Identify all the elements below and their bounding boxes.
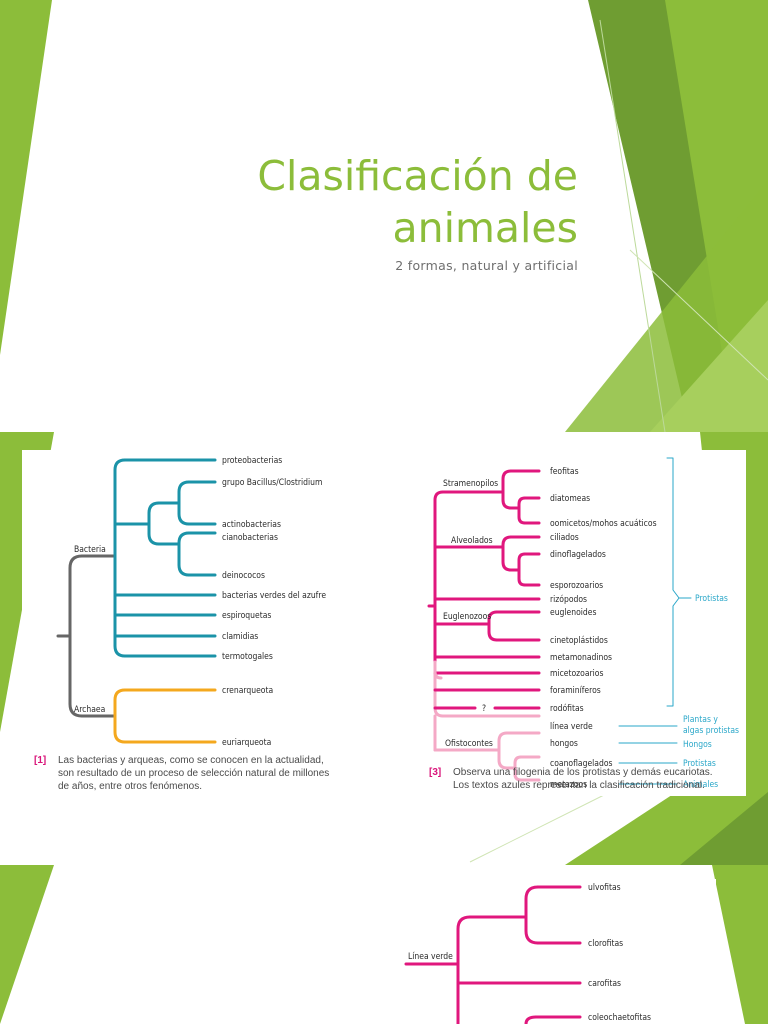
left-green-shard bbox=[0, 0, 52, 355]
leaf-label: dinoflagelados bbox=[550, 550, 606, 560]
tree-eukaryotes-leaves: feofitas diatomeas oomicetos/mohos acuát… bbox=[550, 467, 657, 790]
node-bacteria: Bacteria bbox=[74, 545, 106, 555]
caption-3: [3] Observa una filogenia de los protist… bbox=[429, 767, 713, 791]
traditional-label: Plantas y bbox=[683, 715, 718, 725]
slide-phylogenies: Bacteria Archaea proteobacterias grupo B… bbox=[0, 432, 768, 865]
leaf-label: clamidias bbox=[222, 632, 258, 642]
caption-number: [1] bbox=[34, 755, 46, 766]
leaf-label: carofitas bbox=[588, 979, 621, 989]
tree-bacteria-leaves: proteobacterias grupo Bacillus/Clostridi… bbox=[222, 456, 326, 748]
tree-eukaryotes: Stramenopilos Alveolados Euglenozoos ? O… bbox=[427, 457, 739, 790]
root-label: Línea verde bbox=[408, 952, 453, 962]
leaf-label: coanoflagelados bbox=[550, 759, 613, 769]
caption-line: Las bacterias y arqueas, como se conocen… bbox=[58, 755, 324, 766]
leaf-label: esporozoarios bbox=[550, 581, 603, 591]
tree-bacteria: Bacteria Archaea proteobacterias grupo B… bbox=[34, 456, 329, 792]
leaf-label: línea verde bbox=[550, 722, 593, 732]
leaf-label: ulvofitas bbox=[588, 883, 621, 893]
leaf-label: clorofitas bbox=[588, 939, 623, 949]
leaf-label: bacterias verdes del azufre bbox=[222, 591, 326, 601]
leaf-label: deinococos bbox=[222, 571, 265, 581]
deco-line bbox=[469, 791, 611, 863]
group-label: Ofistocontes bbox=[445, 739, 493, 749]
caption-line: Observa una filogenia de los protistas y… bbox=[453, 767, 713, 778]
leaf-label: diatomeas bbox=[550, 494, 590, 504]
leaf-label: metamonadinos bbox=[550, 653, 612, 663]
leaf-label: foraminíferos bbox=[550, 686, 601, 696]
leaf-label: espiroquetas bbox=[222, 611, 271, 621]
traditional-label: Protistas bbox=[683, 759, 716, 769]
tree-green-line: Línea verde ulvofitas clorofitas carofit… bbox=[404, 883, 651, 1024]
caption-line: Los textos azules representan la clasifi… bbox=[453, 780, 705, 791]
slide-title-text: Clasificación de animales bbox=[257, 150, 578, 254]
bottom-light-shard bbox=[650, 300, 768, 432]
traditional-classification: Protistas Plantas y algas protistas Hong… bbox=[683, 594, 739, 790]
slide-title: Clasificación de animales 2 formas, natu… bbox=[0, 0, 768, 432]
caption-1: [1] Las bacterias y arqueas, como se con… bbox=[34, 755, 329, 792]
group-label: ? bbox=[482, 704, 486, 714]
deco-line bbox=[629, 249, 768, 381]
traditional-label: Animales bbox=[683, 780, 718, 790]
deco-line bbox=[599, 19, 666, 432]
leaf-label: coleochaetofitas bbox=[588, 1013, 651, 1023]
traditional-label: algas protistas bbox=[683, 726, 739, 736]
leaf-label: grupo Bacillus/Clostridium bbox=[222, 478, 322, 488]
traditional-label: Protistas bbox=[695, 594, 728, 604]
leaf-label: cianobacterias bbox=[222, 533, 278, 543]
leaf-label: termotogales bbox=[222, 652, 273, 662]
leaf-label: euglenoides bbox=[550, 608, 596, 618]
group-label: Euglenozoos bbox=[443, 612, 491, 622]
leaf-label: hongos bbox=[550, 739, 578, 749]
right-green-shard bbox=[712, 865, 768, 1024]
leaf-label: micetozoarios bbox=[550, 669, 603, 679]
leaf-label: proteobacterias bbox=[222, 456, 282, 466]
leaf-label: oomicetos/mohos acuáticos bbox=[550, 519, 657, 529]
leaf-label: crenarqueota bbox=[222, 686, 273, 696]
caption-line: de años, entre otros fenómenos. bbox=[58, 781, 202, 792]
slide-green-line: Línea verde ulvofitas clorofitas carofit… bbox=[0, 865, 768, 1024]
caption-number: [3] bbox=[429, 767, 441, 778]
tree-green-line-panel: Línea verde ulvofitas clorofitas carofit… bbox=[400, 879, 716, 1024]
leaf-label: rodófitas bbox=[550, 703, 584, 714]
group-label: Alveolados bbox=[451, 536, 493, 546]
bottom-dark-shard bbox=[680, 792, 768, 865]
leaf-label: metazoos bbox=[550, 780, 587, 790]
leaf-label: feofitas bbox=[550, 467, 579, 477]
group-label: Stramenopilos bbox=[443, 479, 498, 489]
leaf-label: rizópodos bbox=[550, 594, 587, 605]
node-archaea: Archaea bbox=[74, 705, 105, 715]
tree-eukaryotes-groups: Stramenopilos Alveolados Euglenozoos ? O… bbox=[443, 479, 498, 749]
leaf-label: actinobacterias bbox=[222, 520, 281, 530]
slide-decoration bbox=[0, 865, 768, 1024]
slide-decoration bbox=[0, 0, 768, 432]
tree-eukaryotes-panel: Stramenopilos Alveolados Euglenozoos ? O… bbox=[415, 450, 746, 796]
caption-line: son resultado de un proceso de selección… bbox=[58, 768, 329, 779]
title-line-1: Clasificación de bbox=[257, 152, 578, 200]
slide-subtitle: 2 formas, natural y artificial bbox=[395, 258, 578, 273]
title-line-2: animales bbox=[392, 204, 578, 252]
tree-bacteria-panel: Bacteria Archaea proteobacterias grupo B… bbox=[22, 450, 384, 797]
leaf-label: ciliados bbox=[550, 533, 579, 543]
left-green-shard bbox=[0, 865, 54, 1024]
traditional-label: Hongos bbox=[683, 740, 712, 750]
leaf-label: cinetoplástidos bbox=[550, 636, 608, 646]
tree-green-line-leaves: ulvofitas clorofitas carofitas coleochae… bbox=[588, 883, 651, 1023]
leaf-label: euriarqueota bbox=[222, 738, 271, 748]
